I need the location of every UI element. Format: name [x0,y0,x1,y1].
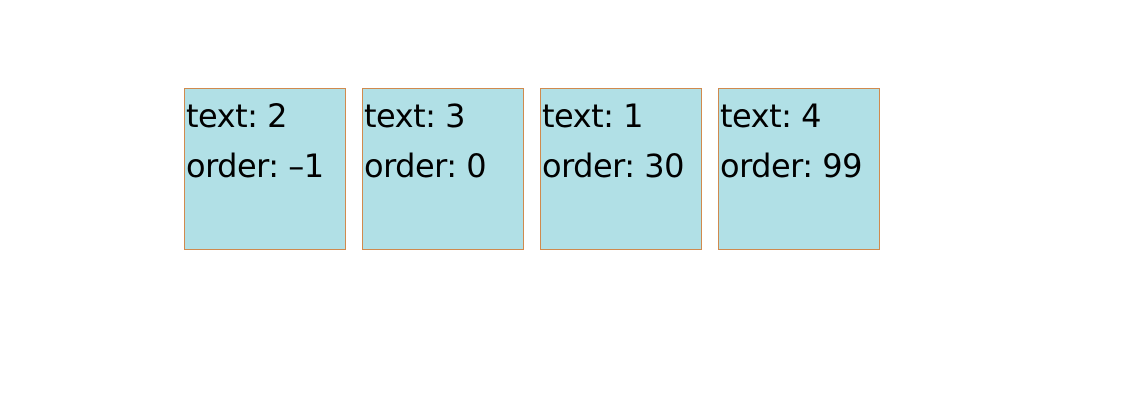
item-text-label: text: 3 [364,97,465,135]
item-order-label: order: –1 [186,147,324,185]
flex-item: text: 3 order: 0 [362,88,524,250]
item-text-label: text: 2 [186,97,287,135]
flex-item: text: 4 order: 99 [718,88,880,250]
item-order-label: order: 99 [720,147,862,185]
item-text-label: text: 1 [542,97,643,135]
flex-container: text: 2 order: –1 text: 3 order: 0 text:… [184,88,880,250]
flex-item: text: 1 order: 30 [540,88,702,250]
item-order-label: order: 0 [364,147,487,185]
flex-item: text: 2 order: –1 [184,88,346,250]
item-order-label: order: 30 [542,147,684,185]
item-text-label: text: 4 [720,97,821,135]
